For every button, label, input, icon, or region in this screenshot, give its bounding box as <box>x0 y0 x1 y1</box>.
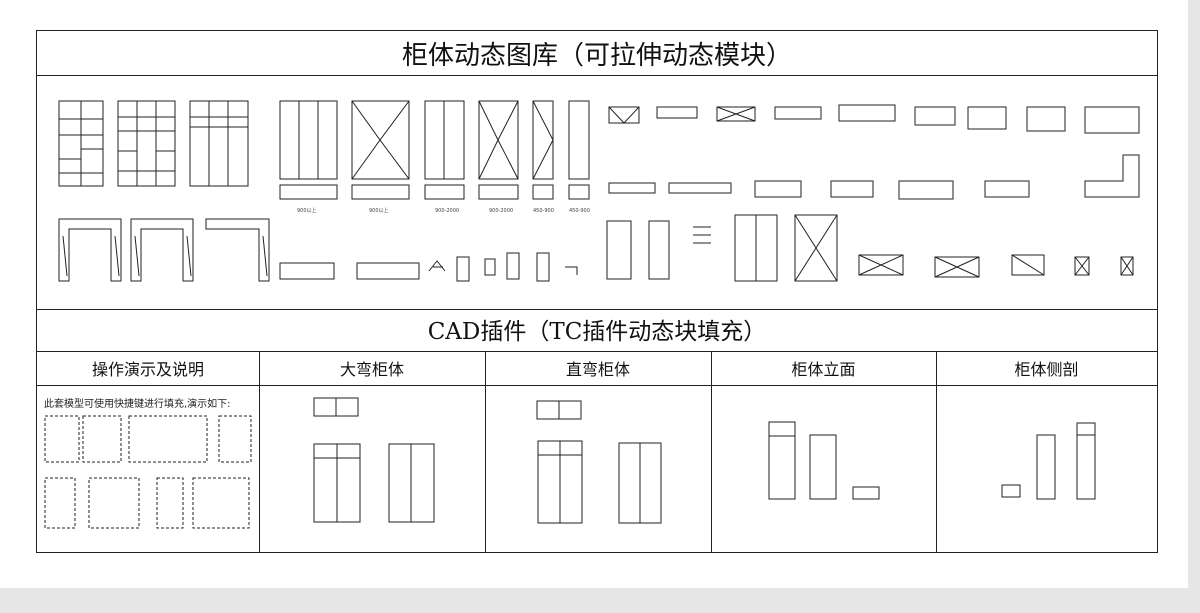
header-row-bottom-rule <box>37 385 1157 386</box>
wardrobe-elevation-1 <box>58 100 104 187</box>
corner-wardrobe-3 <box>205 218 270 282</box>
column-divider-3 <box>711 351 712 553</box>
size-label: 900-2000 <box>489 208 513 214</box>
module-block-row-1 <box>608 104 1140 134</box>
hanger-rail-set <box>279 184 590 200</box>
drawing-sheet: 柜体动态图库（可拉伸动态模块） CAD插件（TC插件动态块填充） 操作演示及说明… <box>0 0 1188 588</box>
corner-wardrobe-1 <box>58 218 122 282</box>
demo-flow-row-2 <box>44 477 250 529</box>
door-elevation-single-diamond <box>532 100 554 180</box>
size-label: 900以上 <box>297 207 317 214</box>
column-divider-2 <box>485 351 486 553</box>
straight-cabinet-drawings <box>536 400 662 524</box>
column-header-straight-cabinet: 直弯柜体 <box>565 360 630 379</box>
door-elevation-diamond-1 <box>351 100 410 180</box>
size-label: 450-900 <box>569 208 590 214</box>
door-elevation-double-1 <box>279 100 338 180</box>
small-door-module-set <box>858 254 1134 278</box>
column-divider-4 <box>936 351 937 553</box>
column-header-elevation: 柜体立面 <box>791 360 856 379</box>
corner-wardrobe-2 <box>130 218 194 282</box>
title-divider <box>37 75 1157 76</box>
elevation-drawings <box>768 421 880 500</box>
module-block-row-2 <box>608 154 1140 200</box>
door-elevation-double-2 <box>424 100 465 180</box>
size-label: 900以上 <box>369 207 389 214</box>
section-drawings <box>1001 422 1096 500</box>
drawing-frame: 柜体动态图库（可拉伸动态模块） CAD插件（TC插件动态块填充） 操作演示及说明… <box>36 30 1158 553</box>
door-elevation-single <box>568 100 590 180</box>
hanging-module-set <box>606 214 838 282</box>
wardrobe-section-row <box>279 252 578 282</box>
demo-flow-row-1 <box>44 415 252 463</box>
section-subtitle: CAD插件（TC插件动态块填充） <box>427 319 767 345</box>
column-header-demo: 操作演示及说明 <box>91 360 204 379</box>
page-title: 柜体动态图库（可拉伸动态模块） <box>401 40 792 71</box>
door-elevation-diamond-2 <box>478 100 519 180</box>
column-header-curved-cabinet: 大弯柜体 <box>339 360 404 379</box>
size-label-list: 900以上 900以上 900-2000 900-2000 450-900 45… <box>297 207 590 214</box>
size-label: 900-2000 <box>435 208 459 214</box>
demo-description: 此套模型可使用快捷键进行填充,演示如下: <box>44 399 231 410</box>
wardrobe-elevation-2 <box>117 100 176 187</box>
section-divider <box>37 309 1157 310</box>
column-divider-1 <box>259 351 260 553</box>
header-row-top-rule <box>37 351 1157 352</box>
cad-drawings: 900以上 900以上 900-2000 900-2000 450-900 45… <box>44 100 1140 529</box>
wardrobe-elevation-3 <box>189 100 249 187</box>
curved-cabinet-drawings <box>313 397 435 523</box>
column-header-section: 柜体侧剖 <box>1014 360 1079 379</box>
size-label: 450-900 <box>533 208 554 214</box>
